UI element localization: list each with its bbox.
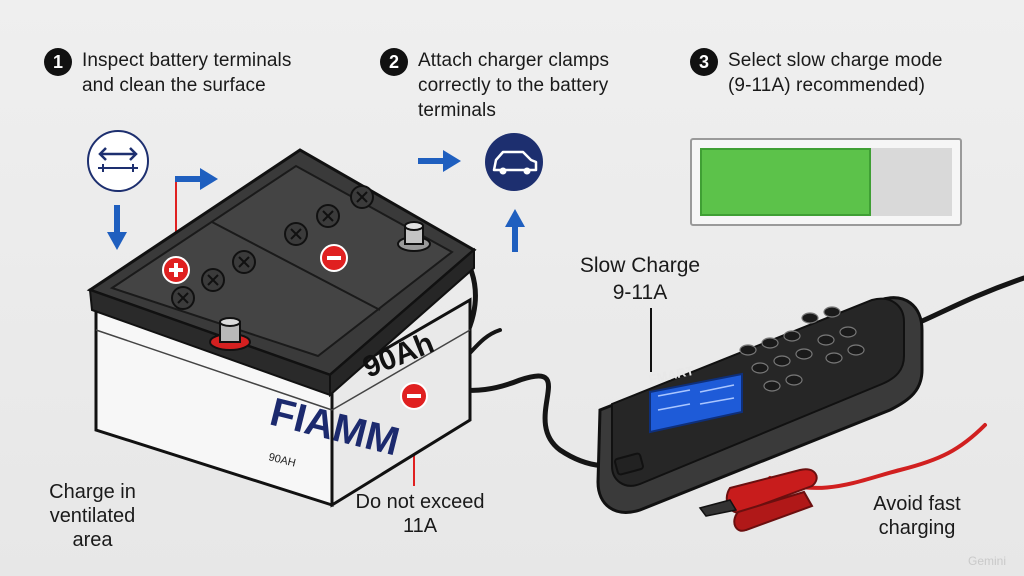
arrow-down-icon <box>107 205 127 250</box>
fast-charge-warning: Avoid fast charging <box>873 493 961 539</box>
positive-sign-icon <box>162 256 190 284</box>
step-number-badge: 3 <box>690 48 718 76</box>
battery <box>86 148 477 508</box>
step-2-text: Attach charger clamps correctly to the b… <box>418 50 610 121</box>
positive-terminal <box>209 317 251 351</box>
red-clamp-icon <box>698 468 818 532</box>
terminal-inspect-icon <box>87 130 149 192</box>
arrow-right-icon <box>175 168 218 190</box>
watermark: Gemini <box>967 554 1006 568</box>
charge-level-fill <box>700 148 872 216</box>
ventilation-note: Charge in ventilated area <box>49 481 136 551</box>
step-number-badge: 1 <box>44 48 72 76</box>
charger-cable <box>411 225 633 469</box>
negative-terminal <box>397 221 431 252</box>
negative-sign-icon <box>320 244 348 272</box>
arrow-up-icon <box>505 209 525 252</box>
slow-charge-label: Slow Charge 9-11A <box>579 254 701 304</box>
charge-level-track <box>700 148 952 216</box>
step-3-text: Select slow charge mode (9-11A) recommen… <box>728 50 943 96</box>
step-1-text: Inspect battery terminals and clean the … <box>82 50 292 96</box>
step-number-badge: 2 <box>380 48 408 76</box>
negative-clamp-icon <box>400 382 428 410</box>
current-limit-note: Do not exceed 11A <box>355 491 485 537</box>
step-3: 3 Select slow charge mode (9-11A) recomm… <box>690 48 943 98</box>
charge-level-bar <box>690 138 962 226</box>
car-icon <box>485 133 543 191</box>
step-2: 2 Attach charger clamps correctly to the… <box>380 48 609 123</box>
arrow-right-icon <box>418 150 461 172</box>
step-1: 1 Inspect battery terminals and clean th… <box>44 48 291 98</box>
